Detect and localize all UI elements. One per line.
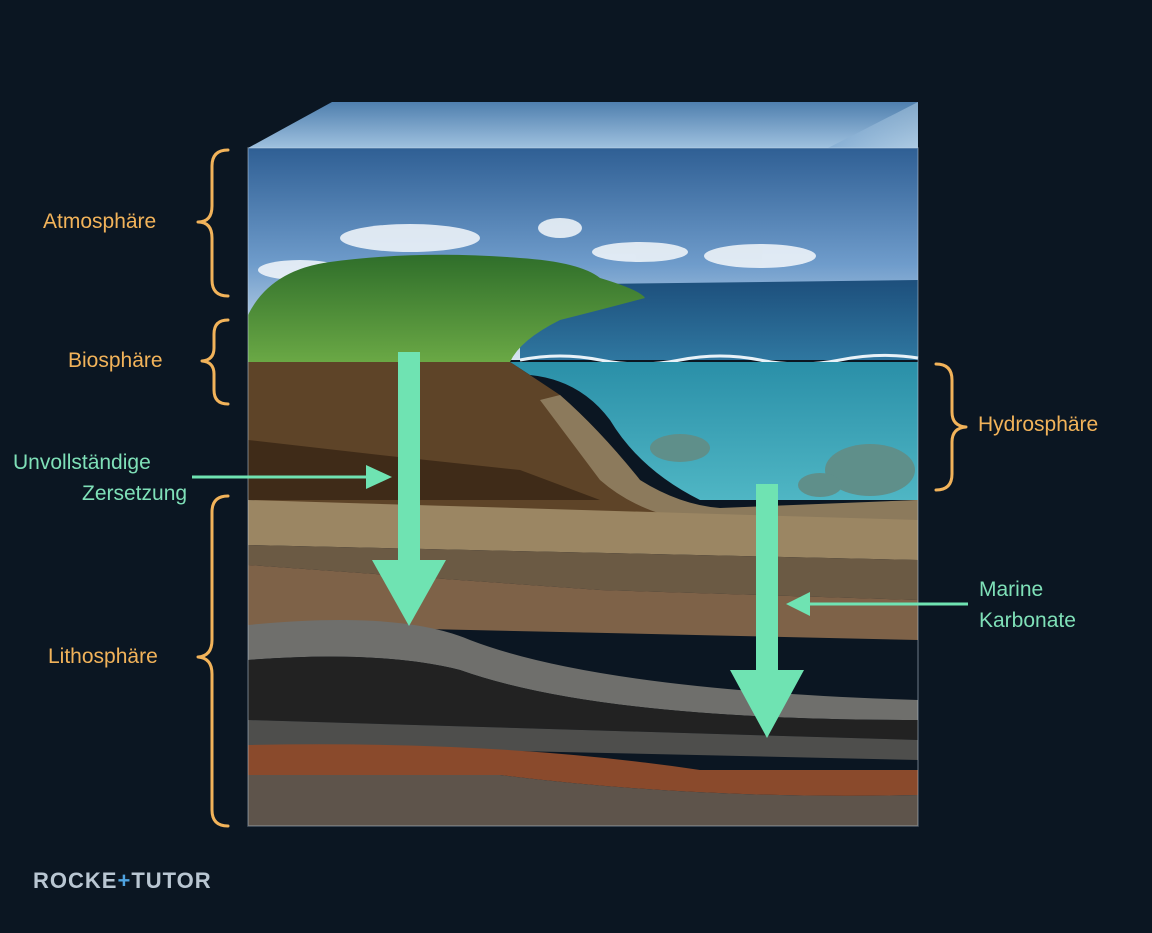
stratum-7-red bbox=[248, 744, 918, 796]
arrow-carbonate-head bbox=[730, 670, 804, 738]
pointer-carbonate-head bbox=[786, 592, 810, 616]
stratum-5-dark bbox=[248, 656, 918, 740]
block-top-face bbox=[248, 102, 918, 148]
coral-reef bbox=[650, 434, 915, 497]
label-lithosphere: Lithosphäre bbox=[48, 645, 158, 668]
sea-floor-sediment bbox=[540, 395, 918, 522]
label-marine-carbonates-line2: Karbonate bbox=[979, 609, 1076, 632]
brace-lithosphere bbox=[196, 494, 230, 828]
block-outline bbox=[247, 147, 919, 827]
brace-biosphere bbox=[200, 318, 230, 406]
wave-line bbox=[519, 353, 919, 366]
stratum-6 bbox=[248, 720, 918, 760]
dark-soil-layer bbox=[248, 440, 600, 500]
label-atmosphere: Atmosphäre bbox=[43, 210, 157, 233]
brand-logo: ROCKE+TUTOR bbox=[33, 868, 212, 894]
arrows bbox=[192, 352, 968, 738]
logo-plus: + bbox=[117, 868, 132, 893]
label-incomplete-decomposition-line1: Unvollständige bbox=[13, 451, 151, 474]
braces bbox=[196, 148, 968, 828]
label-hydrosphere: Hydrosphäre bbox=[978, 413, 1099, 436]
underwater bbox=[510, 362, 918, 500]
label-marine-carbonates-line1: Marine bbox=[979, 578, 1044, 601]
arrow-decomposition-head bbox=[372, 560, 446, 626]
label-incomplete-decomposition-line2: Zersetzung bbox=[82, 482, 188, 505]
label-biosphere: Biosphäre bbox=[68, 349, 163, 372]
logo-part2: TUTOR bbox=[131, 868, 212, 893]
arrow-carbonate-shaft bbox=[756, 484, 778, 672]
brace-atmosphere bbox=[196, 148, 230, 298]
logo-part1: ROCKE bbox=[33, 868, 118, 893]
stratum-8-base bbox=[248, 775, 918, 826]
brace-hydrosphere bbox=[934, 362, 968, 492]
forest bbox=[248, 254, 645, 362]
pointer-decomposition-head bbox=[366, 465, 392, 489]
arrow-decomposition-shaft bbox=[398, 352, 420, 562]
